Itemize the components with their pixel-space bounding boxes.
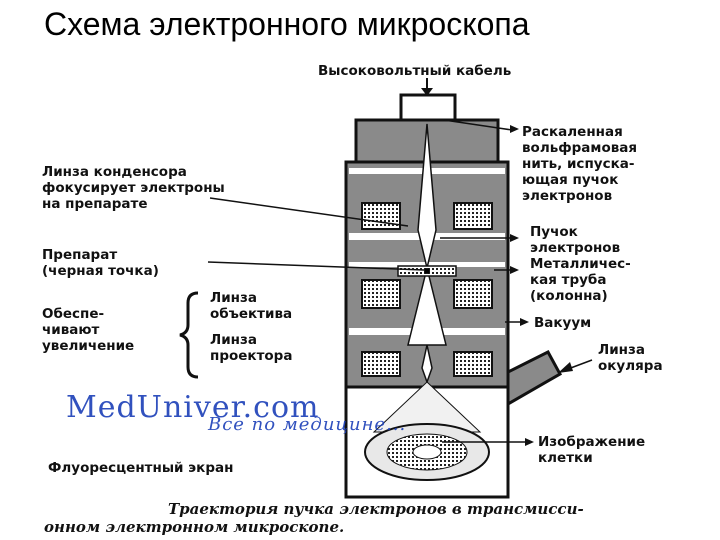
- label-screen: Флуоресцентный экран: [48, 460, 233, 476]
- label-objective-lens: Линза объектива: [210, 290, 292, 322]
- arrowhead: [510, 234, 519, 242]
- arrowhead: [510, 125, 519, 133]
- watermark: MedUniver.com Все по медицине...: [66, 390, 406, 435]
- arrowhead: [525, 438, 534, 446]
- arrowhead: [520, 318, 529, 326]
- watermark-tagline: Все по медицине...: [207, 414, 406, 435]
- fluorescent-screen: [364, 423, 490, 481]
- label-filament: Раскаленная вольфрамовая нить, испуска- …: [522, 124, 642, 204]
- arrowhead: [558, 362, 573, 373]
- label-condenser: Линза конденсора фокусирует электроны на…: [42, 164, 229, 212]
- label-vacuum: Вакуум: [534, 315, 591, 331]
- label-magnification: Обеспе- чивают увеличение: [42, 306, 134, 354]
- label-beam: Пучок электронов: [530, 224, 620, 256]
- high-voltage-cable: [421, 78, 433, 96]
- watermark-site: MedUniver.com: [66, 390, 319, 425]
- objective-lens: [361, 279, 493, 309]
- slide-title: Схема электронного микроскопа: [44, 6, 530, 42]
- specimen-holder: [397, 265, 457, 277]
- label-projector-lens: Линза проектора: [210, 332, 292, 364]
- label-specimen: Препарат (черная точка): [42, 247, 159, 279]
- label-cell-image: Изображение клетки: [538, 434, 650, 466]
- label-eyepiece: Линза окуляра: [598, 342, 663, 374]
- projector-lens: [361, 351, 493, 377]
- label-tube: Металличес- кая труба (колонна): [530, 256, 636, 304]
- arrowhead: [510, 266, 519, 274]
- electron-beam: [372, 123, 482, 433]
- leader-lines: [207, 119, 593, 443]
- figure-caption: Траектория пучка электронов в трансмисси…: [44, 500, 589, 536]
- brace: [179, 291, 199, 379]
- label-cable: Высоковольтный кабель: [318, 63, 511, 79]
